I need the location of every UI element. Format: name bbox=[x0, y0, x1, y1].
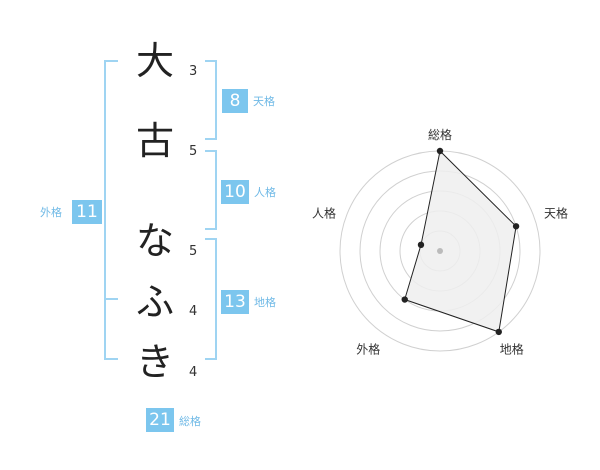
radar-center-dot bbox=[437, 248, 443, 254]
name-char-3: な bbox=[135, 219, 174, 263]
tenkaku-badge: 8 bbox=[222, 89, 248, 113]
chikaku-badge: 13 bbox=[221, 290, 249, 314]
radar-axis-label-4: 外格 bbox=[356, 342, 380, 357]
name-char-1: 大 bbox=[135, 39, 174, 83]
stroke-count-5: 4 bbox=[189, 365, 198, 380]
stroke-count-3: 5 bbox=[189, 244, 198, 259]
gaikaku-badge: 11 bbox=[72, 200, 102, 224]
radar-axis-label-5: 人格 bbox=[312, 205, 336, 220]
name-char-5: き bbox=[135, 340, 174, 384]
radar-axis-labels: 総格 天格 地格 外格 人格 bbox=[312, 127, 568, 357]
radar-axis-label-2: 天格 bbox=[544, 205, 568, 220]
stroke-count-2: 5 bbox=[189, 144, 198, 159]
chikaku-label: 地格 bbox=[254, 296, 276, 309]
radar-point-3 bbox=[495, 328, 502, 336]
jinkaku-bracket bbox=[205, 150, 217, 230]
tenkaku-label: 天格 bbox=[253, 95, 275, 108]
radar-points bbox=[401, 147, 520, 336]
radar-point-2 bbox=[512, 223, 520, 230]
name-char-4: ふ bbox=[135, 280, 174, 324]
soukaku-label: 総格 bbox=[179, 415, 201, 428]
gaikaku-label: 外格 bbox=[40, 206, 62, 219]
jinkaku-label: 人格 bbox=[254, 186, 276, 199]
gaikaku-bracket bbox=[104, 60, 118, 360]
tenkaku-bracket bbox=[205, 60, 217, 140]
radar-point-5 bbox=[417, 241, 425, 249]
radar-axis-label-3: 地格 bbox=[500, 342, 524, 357]
radar-point-1 bbox=[436, 147, 444, 155]
radar-point-4 bbox=[401, 296, 408, 303]
name-char-2: 古 bbox=[135, 119, 174, 163]
stroke-count-1: 3 bbox=[189, 64, 198, 79]
stroke-count-4: 4 bbox=[189, 304, 198, 319]
radar-axis-label-1: 総格 bbox=[428, 127, 452, 142]
gaikaku-bracket-split-tick bbox=[104, 298, 118, 300]
radar-data-area bbox=[404, 149, 517, 333]
chikaku-bracket bbox=[205, 238, 217, 360]
soukaku-badge: 21 bbox=[146, 408, 174, 432]
jinkaku-badge: 10 bbox=[221, 180, 249, 204]
